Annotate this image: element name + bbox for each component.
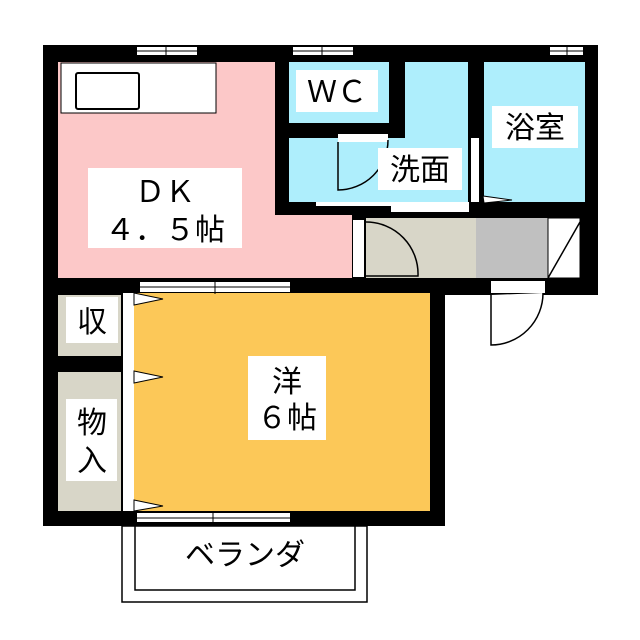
room-dk: ＤＫ ４．５帖 — [58, 62, 352, 278]
bath-label: 浴室 — [505, 111, 565, 146]
closet-small-label: 収 — [77, 305, 107, 340]
washroom-label: 洗面 — [390, 153, 450, 188]
room-bath: 浴室 — [471, 62, 585, 204]
western-label: 洋 — [272, 365, 302, 400]
entrance — [353, 217, 581, 346]
room-western: 洋 ６帖 — [123, 292, 430, 512]
closet-small: 収 — [58, 295, 121, 356]
wc-label: ＷＣ — [307, 75, 367, 110]
dk-size: ４．５帖 — [105, 213, 225, 248]
door-swing-entry — [365, 221, 419, 277]
closet-large-label-1: 物 — [77, 406, 107, 441]
window-dk — [137, 45, 197, 57]
window-bath — [550, 45, 583, 57]
front-door — [490, 292, 544, 346]
balcony-label: ベランダ — [185, 538, 305, 573]
kitchen-sink — [75, 72, 140, 110]
window-wc — [293, 45, 353, 57]
window-western-top — [140, 280, 290, 294]
closet-large-label-2: 入 — [77, 444, 107, 479]
dk-label: ＤＫ — [135, 175, 195, 210]
closet-large: 物 入 — [58, 372, 121, 511]
room-washroom: 洗面 — [289, 62, 469, 212]
room-wc: ＷＣ — [289, 62, 389, 123]
western-size: ６帖 — [257, 401, 317, 436]
balcony: ベランダ — [121, 522, 368, 603]
